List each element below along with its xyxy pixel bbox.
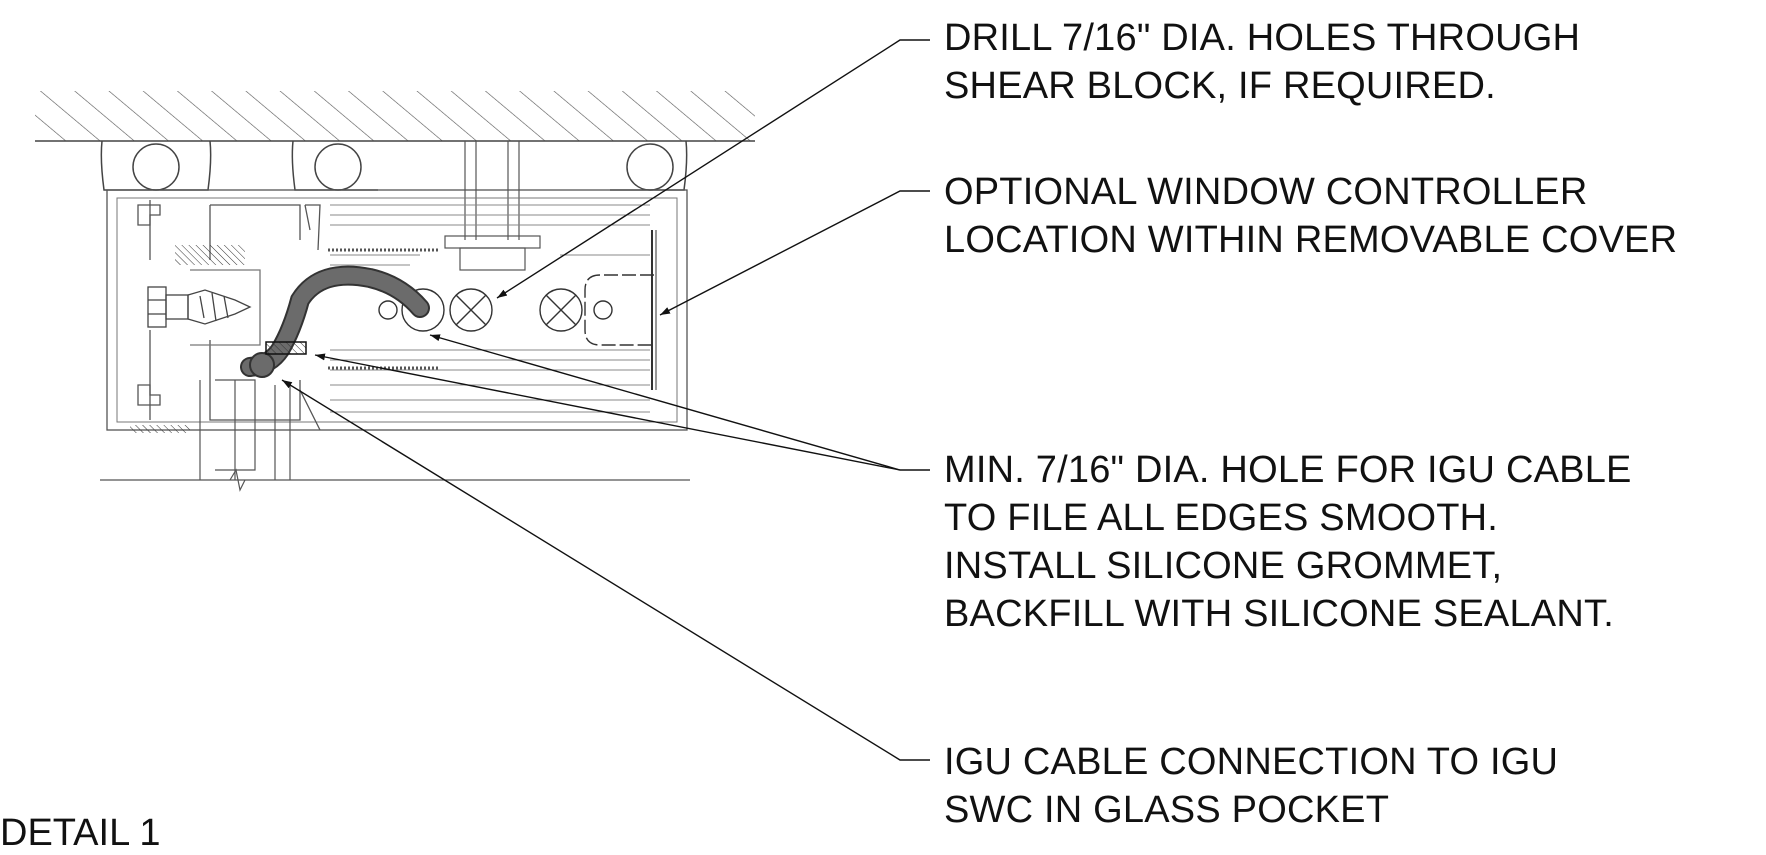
backer-rods: [100, 140, 688, 191]
frame-extrusion: [106, 189, 688, 433]
ceiling-substrate: [35, 91, 755, 142]
note-line: TO FILE ALL EDGES SMOOTH.: [944, 497, 1499, 539]
note-line: INSTALL SILICONE GROMMET,: [944, 545, 1503, 587]
note-line: SWC IN GLASS POCKET: [944, 789, 1390, 831]
note-igu-connection: IGU CABLE CONNECTION TO IGU SWC IN GLASS…: [944, 738, 1558, 834]
note-line: OPTIONAL WINDOW CONTROLLER: [944, 171, 1588, 213]
leader-lines: [281, 39, 930, 761]
note-line: BACKFILL WITH SILICONE SEALANT.: [944, 593, 1614, 635]
note-line: LOCATION WITHIN REMOVABLE COVER: [944, 219, 1678, 261]
note-window-controller: OPTIONAL WINDOW CONTROLLER LOCATION WITH…: [944, 168, 1677, 264]
note-line: IGU CABLE CONNECTION TO IGU: [944, 741, 1559, 783]
removable-cover: [328, 204, 657, 413]
drill-holes: [378, 288, 583, 332]
glass-pocket: [100, 379, 690, 492]
note-line: DRILL 7/16" DIA. HOLES THROUGH: [944, 17, 1581, 59]
anchor-screw: [147, 269, 261, 346]
note-line: SHEAR BLOCK, IF REQUIRED.: [944, 65, 1496, 107]
detail-title: DETAIL 1: [0, 812, 161, 854]
note-line: MIN. 7/16" DIA. HOLE FOR IGU CABLE: [944, 449, 1632, 491]
window-controller: [584, 274, 654, 346]
igu-cable: [240, 265, 430, 378]
note-cable-hole: MIN. 7/16" DIA. HOLE FOR IGU CABLE TO FI…: [944, 446, 1632, 638]
note-drill-holes: DRILL 7/16" DIA. HOLES THROUGH SHEAR BLO…: [944, 14, 1580, 110]
